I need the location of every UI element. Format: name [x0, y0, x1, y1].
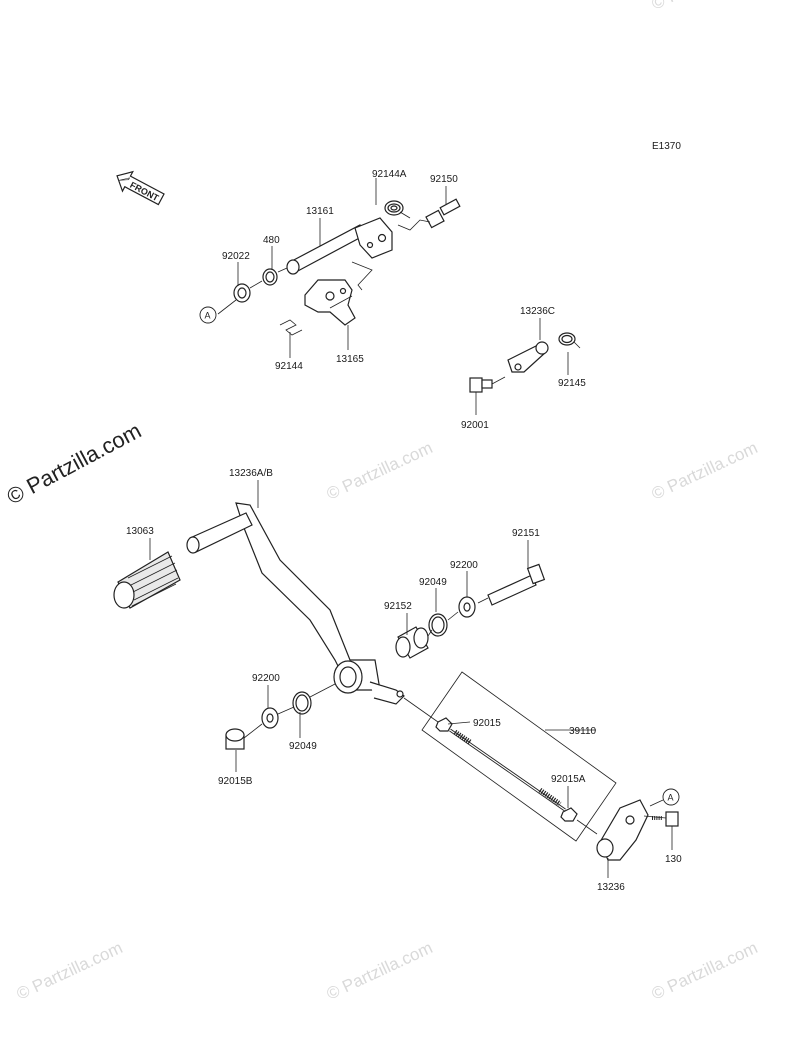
spring-92144A [384, 200, 411, 219]
part-label-13236AB[interactable]: 13236A/B [229, 468, 273, 479]
part-label-130[interactable]: 130 [665, 854, 682, 865]
watermark: © Partzilla.com [14, 938, 126, 1004]
part-label-92200-upper[interactable]: 92200 [450, 560, 478, 571]
part-labels: 92144A 92150 13161 480 92022 92144 13165… [126, 169, 682, 893]
part-label-92150[interactable]: 92150 [430, 174, 458, 185]
shift-pedal-13236AB [186, 502, 405, 705]
shift-shaft-assembly [217, 198, 461, 336]
shift-link-13236C [469, 318, 581, 415]
part-label-92145[interactable]: 92145 [558, 378, 586, 389]
part-label-92151[interactable]: 92151 [512, 528, 540, 539]
svg-text:A: A [668, 793, 674, 803]
watermark: © Partzilla.com [649, 0, 761, 14]
watermark: © Partzilla.com [324, 438, 436, 504]
part-label-92001[interactable]: 92001 [461, 420, 489, 431]
part-label-13236[interactable]: 13236 [597, 882, 625, 893]
pin-92150 [425, 198, 461, 229]
watermark-layer: © Partzilla.com © Partzilla.com © Partzi… [3, 0, 761, 1004]
part-label-13236C[interactable]: 13236C [520, 306, 555, 317]
part-label-13165[interactable]: 13165 [336, 354, 364, 365]
ref-marker-a-lower: A [649, 788, 680, 807]
part-label-92144[interactable]: 92144 [275, 361, 303, 372]
watermark: © Partzilla.com [649, 938, 761, 1004]
bolt-92151 [487, 563, 546, 606]
part-label-92015A[interactable]: 92015A [551, 774, 586, 785]
svg-text:A: A [205, 311, 211, 321]
pedal-rubber-13063 [113, 551, 181, 609]
tie-rod-39110 [403, 671, 617, 842]
part-label-92152[interactable]: 92152 [384, 601, 412, 612]
front-arrow-icon: FRONT [116, 170, 165, 206]
watermark: © Partzilla.com [324, 938, 436, 1004]
ref-marker-a-upper: A [199, 306, 217, 324]
cap-nut-92015B [225, 728, 245, 750]
part-label-92015[interactable]: 92015 [473, 718, 501, 729]
watermark-main: © Partzilla.com [3, 418, 146, 510]
part-label-92015B[interactable]: 92015B [218, 776, 253, 787]
part-label-39110[interactable]: 39110 [569, 726, 597, 737]
watermark: © Partzilla.com [649, 438, 761, 504]
collar-92152 [395, 626, 429, 659]
part-label-13161[interactable]: 13161 [306, 206, 334, 217]
part-label-92049-upper[interactable]: 92049 [419, 577, 447, 588]
part-label-92049-lower[interactable]: 92049 [289, 741, 317, 752]
shift-arm-13236 [596, 799, 679, 861]
part-label-92200-lower[interactable]: 92200 [252, 673, 280, 684]
part-label-92144A[interactable]: 92144A [372, 169, 407, 180]
part-label-480[interactable]: 480 [263, 235, 280, 246]
diagram-code: E1370 [652, 141, 681, 152]
part-label-92022[interactable]: 92022 [222, 251, 250, 262]
part-label-13063[interactable]: 13063 [126, 526, 154, 537]
